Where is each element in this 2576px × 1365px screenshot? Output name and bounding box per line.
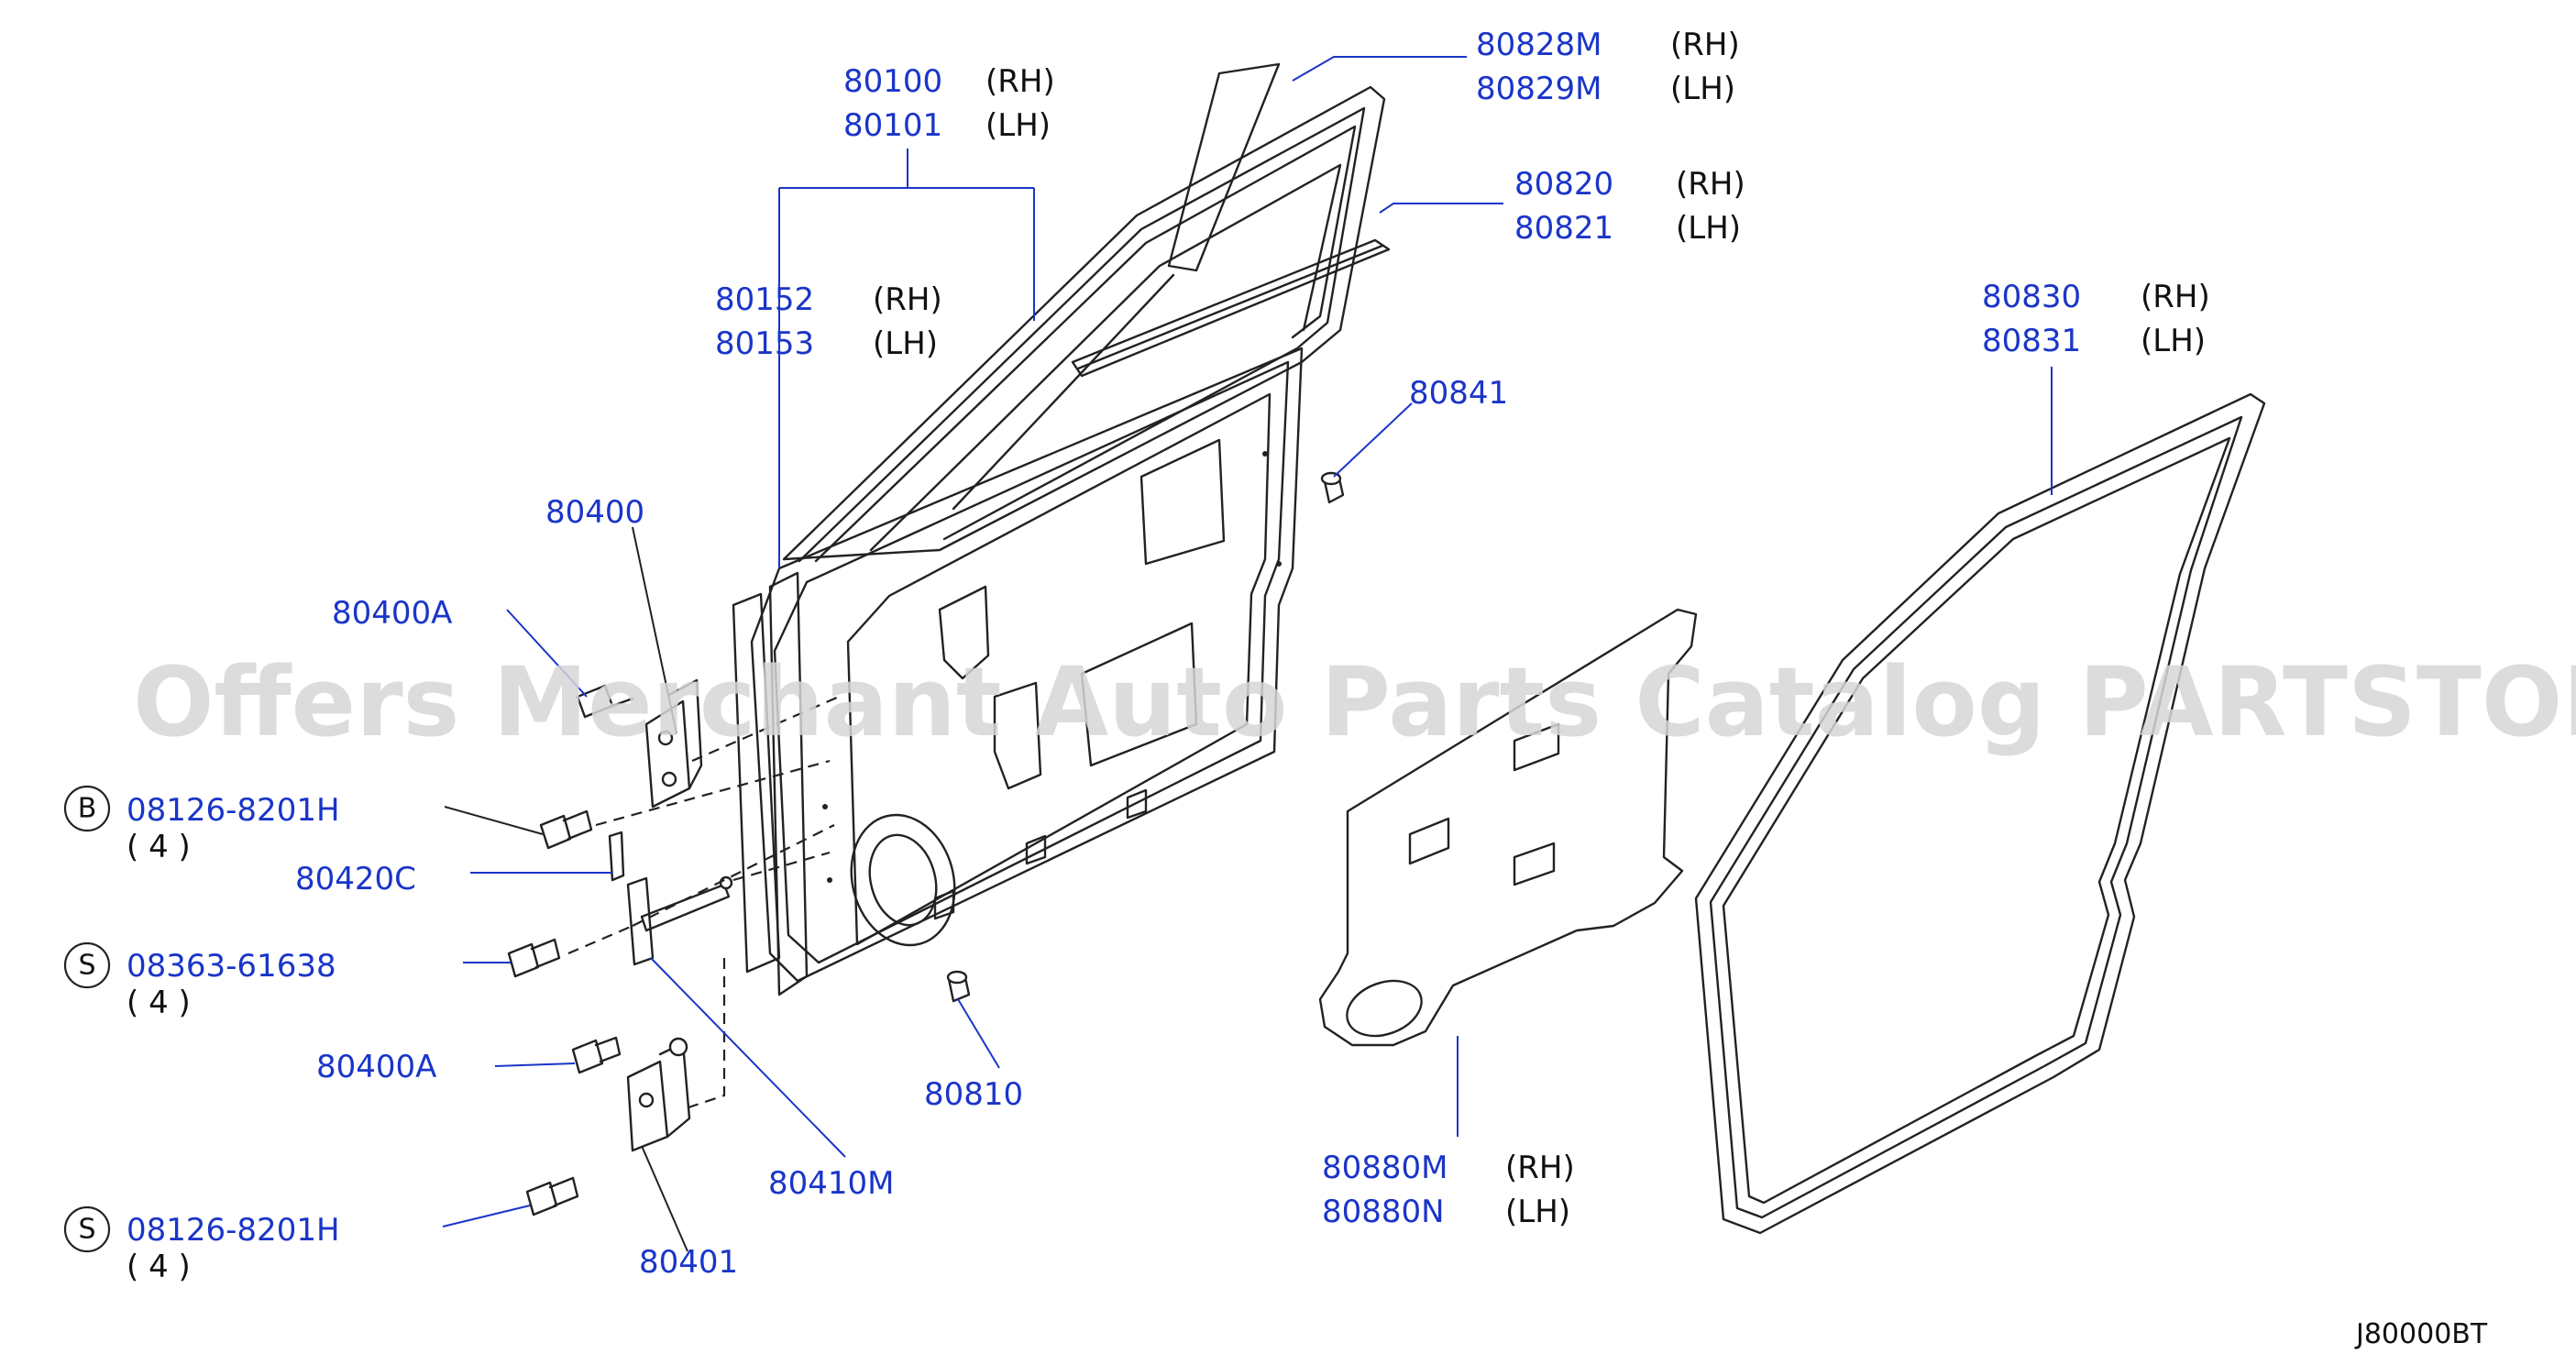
part-number: 80100 [843,63,942,100]
part-number: 80101 [843,107,942,144]
door-sash-drawing [732,62,1391,996]
body-side-seal-drawing [1694,392,2266,1235]
side-indicator: (LH) [2141,323,2206,359]
part-label-80400A-top[interactable]: 80400A [332,595,452,632]
circle-marker [63,785,111,832]
part-label-80880N[interactable]: 80880N (LH) [1322,1194,1570,1230]
part-label-80821[interactable]: 80821 (LH) [1514,210,1741,247]
part-number: 80152 [715,281,814,318]
side-indicator: (RH) [873,281,942,318]
sealing-screen-drawing [1318,608,1698,1047]
part-number: 80420C [295,861,416,897]
diagram-reference-code: J80000BT [2354,1318,2488,1350]
part-number: 80820 [1514,166,1613,203]
part-label-08126-B[interactable]: B 08126-8201H ( 4 ) [63,785,340,865]
part-label-80152[interactable]: 80152 (RH) [715,281,942,318]
part-label-80828M[interactable]: 80828M (RH) [1476,27,1740,63]
circle-marker-letter: S [78,950,95,982]
part-number: 80401 [639,1244,738,1281]
upper-hinge-drawing [576,678,703,809]
assembly-dash-lines [567,695,840,1111]
quantity: ( 4 ) [127,985,191,1021]
circle-marker [63,1205,111,1253]
part-number: 80830 [1982,279,2081,315]
side-indicator: (LH) [1676,210,1741,247]
part-number: 80821 [1514,210,1613,247]
circle-marker-letter: B [78,793,97,825]
plug-80810-drawing [946,970,971,1003]
part-number: 80400A [332,595,452,632]
part-number: 80829M [1476,71,1602,107]
part-label-80101[interactable]: 80101 (LH) [843,107,1051,144]
bolts-drawing [507,809,622,1216]
part-number: 80880M [1322,1150,1448,1186]
leader-lines [442,56,2053,1252]
side-indicator: (LH) [1670,71,1735,107]
plug-80841-drawing [1320,471,1345,504]
part-number: 80810 [924,1076,1023,1113]
door-check-drawing [608,831,733,966]
quantity: ( 4 ) [127,1249,191,1285]
part-label-08363-S[interactable]: S 08363-61638 ( 4 ) [63,941,336,1021]
part-label-80153[interactable]: 80153 (LH) [715,325,938,362]
part-label-80810[interactable]: 80810 [924,1076,1023,1113]
side-indicator: (RH) [1505,1150,1575,1186]
part-label-08126-S[interactable]: S 08126-8201H ( 4 ) [63,1205,340,1285]
part-label-80400[interactable]: 80400 [545,494,644,531]
part-label-80830[interactable]: 80830 (RH) [1982,279,2210,315]
part-number: 80153 [715,325,814,362]
lower-hinge-drawing [626,1037,691,1152]
part-label-80100[interactable]: 80100 (RH) [843,63,1055,100]
part-label-80841[interactable]: 80841 [1409,375,1508,412]
side-indicator: (RH) [1676,166,1745,203]
part-label-80831[interactable]: 80831 (LH) [1982,323,2206,359]
part-number: 80841 [1409,375,1508,412]
side-indicator: (LH) [1505,1194,1570,1230]
part-label-80880M[interactable]: 80880M (RH) [1322,1150,1575,1186]
side-indicator: (RH) [2141,279,2210,315]
side-indicator: (RH) [1670,27,1740,63]
part-number: 80828M [1476,27,1602,63]
side-indicator: (RH) [985,63,1055,100]
part-label-80829M[interactable]: 80829M (LH) [1476,71,1735,107]
part-number: 80880N [1322,1194,1445,1230]
watermark-text: Offers Merchant Auto Parts Catalog PARTS… [133,646,2576,758]
part-label-80820[interactable]: 80820 (RH) [1514,166,1745,203]
part-number: 08363-61638 [127,948,336,985]
part-number: 08126-8201H [127,1212,340,1249]
side-indicator: (LH) [985,107,1051,144]
part-label-80400A-bottom[interactable]: 80400A [316,1049,436,1085]
part-label-80401[interactable]: 80401 [639,1244,738,1281]
part-number: 80831 [1982,323,2081,359]
quantity: ( 4 ) [127,829,191,865]
part-label-80410M[interactable]: 80410M [768,1165,895,1202]
circle-marker-letter: S [78,1214,95,1246]
circle-marker [63,941,111,989]
part-number: 08126-8201H [127,792,340,829]
side-indicator: (LH) [873,325,938,362]
part-label-80420C[interactable]: 80420C [295,861,416,897]
part-number: 80400 [545,494,644,531]
part-number: 80400A [316,1049,436,1085]
part-number: 80410M [768,1165,895,1202]
